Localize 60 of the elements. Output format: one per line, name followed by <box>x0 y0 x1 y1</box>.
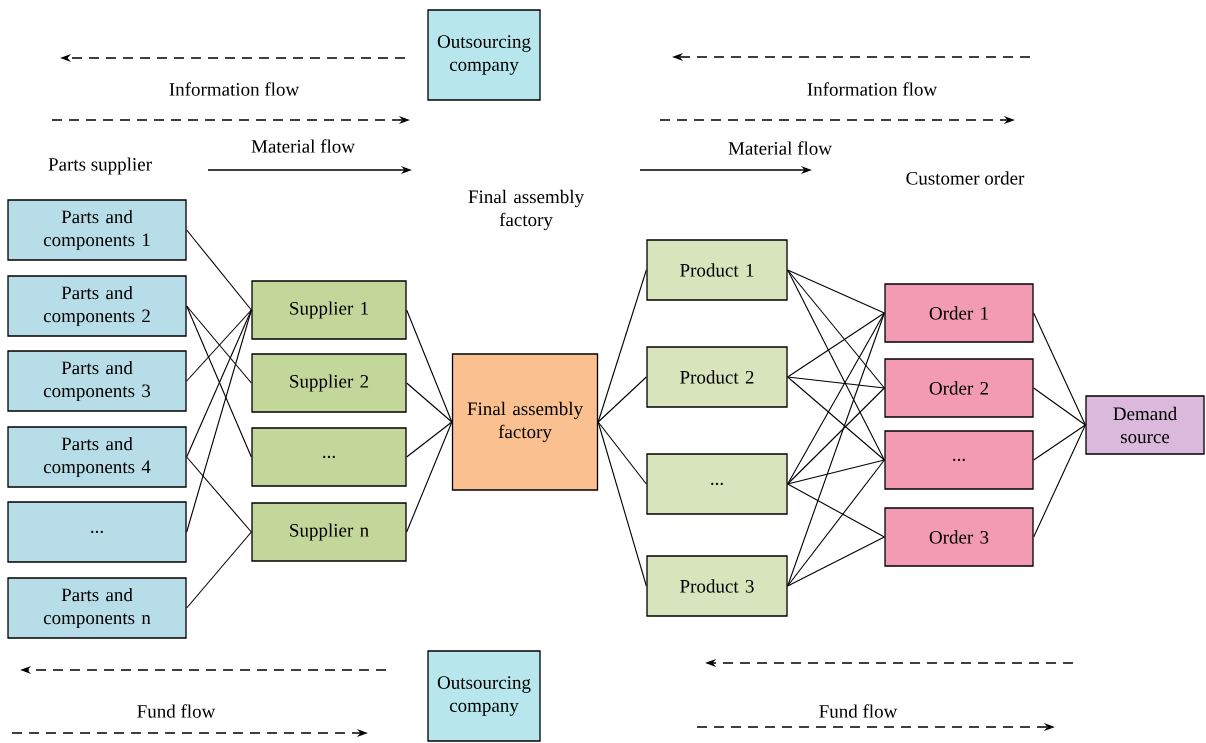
supplier-box: Supplier 1 <box>251 280 407 340</box>
connector-line <box>406 421 453 533</box>
flow-label: Final assembly factory <box>468 189 584 231</box>
connector-line <box>597 421 647 485</box>
connector-line <box>406 421 453 458</box>
order-box: Order 1 <box>884 283 1034 343</box>
flow-label: Parts supplier <box>48 157 152 175</box>
outsourcing-box: Outsourcing company <box>427 650 541 742</box>
connector-line <box>186 531 252 609</box>
parts-box: ... <box>7 501 187 563</box>
connector-line <box>787 376 885 461</box>
connector-line <box>787 387 885 485</box>
flow-label: Material flow <box>728 141 832 155</box>
connector-line <box>787 312 885 378</box>
parts-box: Parts and components 4 <box>7 426 187 488</box>
flow-label: Fund flow <box>819 704 898 718</box>
parts-box: Parts and components 3 <box>7 350 187 412</box>
connector-line <box>1033 312 1086 426</box>
outsourcing-box: Outsourcing company <box>427 9 541 101</box>
connector-line <box>787 376 885 389</box>
connector-line <box>787 269 885 389</box>
demand-box: Demand source <box>1085 395 1205 455</box>
connector-line <box>787 312 885 485</box>
flow-label: Fund flow <box>137 704 216 718</box>
parts-box: Parts and components 1 <box>7 199 187 261</box>
flow-label: Material flow <box>251 139 355 153</box>
order-box: Order 2 <box>884 358 1034 418</box>
product-box: Product 1 <box>646 239 788 301</box>
connector-line <box>597 421 647 587</box>
connector-line <box>787 312 885 587</box>
connector-line <box>186 229 252 311</box>
product-box: Product 2 <box>646 346 788 408</box>
connector-line <box>787 459 885 587</box>
parts-box: Parts and components n <box>7 577 187 639</box>
connector-line <box>787 269 885 314</box>
connector-line <box>597 269 647 423</box>
connector-line <box>1033 424 1086 538</box>
parts-box: Parts and components 2 <box>7 275 187 337</box>
connector-line <box>787 459 885 485</box>
connector-line <box>597 376 647 423</box>
connector-line <box>787 536 885 587</box>
order-box: ... <box>884 430 1034 490</box>
connector-line <box>1033 387 1086 426</box>
connector-line <box>186 309 252 533</box>
connector-line <box>406 382 453 423</box>
connector-line <box>787 269 885 461</box>
flow-label: Customer order <box>906 171 1025 185</box>
connector-line <box>186 456 252 533</box>
product-box: ... <box>646 453 788 515</box>
flow-label: Information flow <box>807 82 938 96</box>
supplier-box: ... <box>251 427 407 487</box>
order-box: Order 3 <box>884 507 1034 567</box>
connector-line <box>1033 424 1086 461</box>
product-box: Product 3 <box>646 555 788 617</box>
supplier-box: Supplier n <box>251 502 407 562</box>
connector-line <box>787 483 885 538</box>
flow-label: Information flow <box>169 82 300 96</box>
factory-box: Final assembly factory <box>451 353 599 491</box>
supplier-box: Supplier 2 <box>251 353 407 413</box>
connector-line <box>406 309 453 423</box>
